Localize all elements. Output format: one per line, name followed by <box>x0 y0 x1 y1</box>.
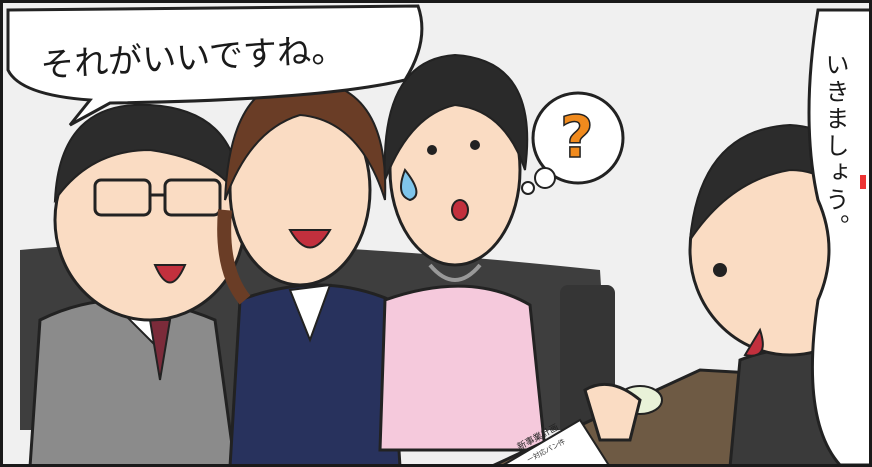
woman-pink-suit <box>378 53 547 452</box>
speech-text-right: いきましょう。 <box>821 52 849 241</box>
thought-bubble <box>521 91 625 195</box>
woman-navy-suit <box>217 78 402 467</box>
question-mark-icon: ? <box>559 102 594 172</box>
man-gray-suit <box>28 103 247 467</box>
speech-bubble-right <box>807 8 872 467</box>
red-mark <box>860 175 866 189</box>
speech-bubble-left <box>6 4 424 127</box>
